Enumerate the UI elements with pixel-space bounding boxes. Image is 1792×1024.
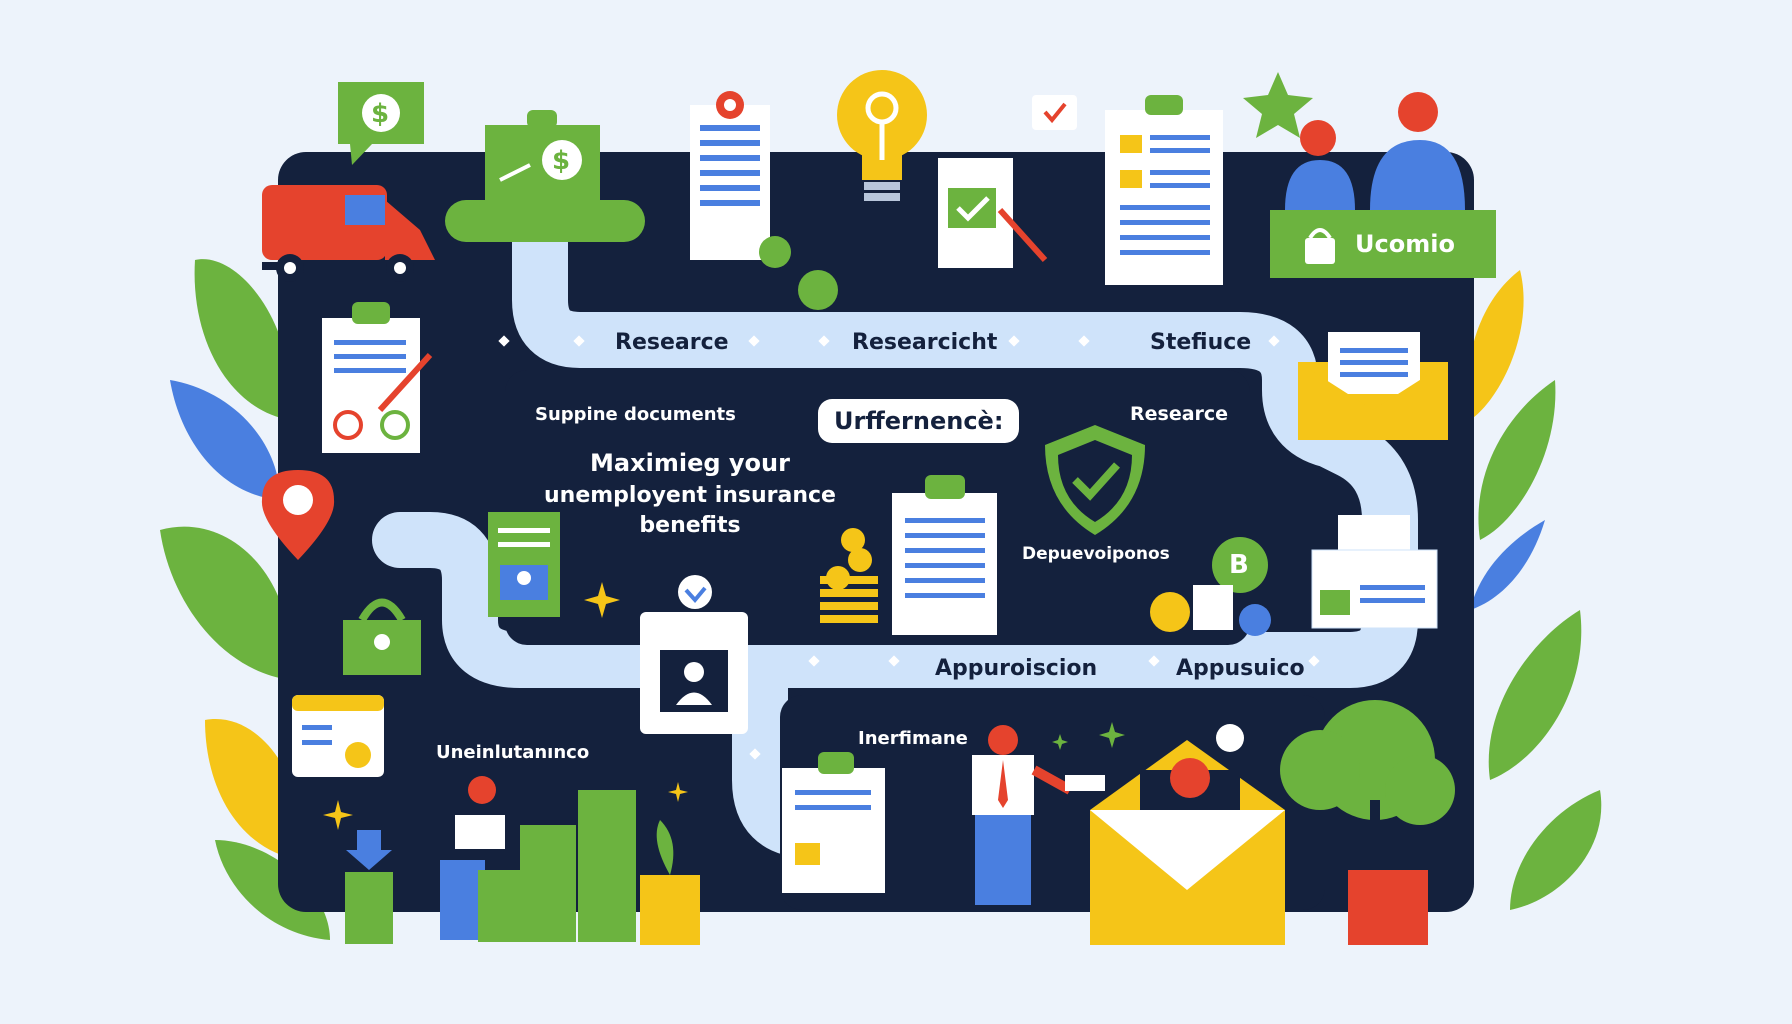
star-icon [1243,72,1313,138]
road-label-bottom-left: Appuroiscion [935,656,1098,681]
document-top-left [690,91,838,310]
browser-window [292,695,384,777]
laptop-person [440,776,505,940]
uneins-label: Uneinlutanınco [436,742,590,763]
location-pin-icon [261,470,335,560]
plant-pot [640,820,700,945]
depue-label: Depuevoiponos [1022,544,1170,564]
crypto-coins [1150,537,1271,636]
interview-label: Inerfimane [858,728,968,749]
road-label-top-left: Researce [615,330,729,355]
sparkle-icons [323,582,688,830]
ucomio-badge [1270,210,1496,278]
speech-bubble: Urffernencè: [818,399,1020,443]
bitcoin-symbol: B [1229,550,1249,580]
bin-left [345,872,393,944]
down-arrow-icon [346,830,392,870]
title-line-2: unemployent insurance [544,483,836,508]
envelope-bottom [1090,724,1285,945]
check-bubble [1032,95,1077,130]
title-line-3: benefits [639,513,741,538]
dollar-symbol-card: $ [552,146,571,176]
people-group [1285,92,1465,210]
money-card [445,110,645,242]
road-label-top-right: Stefiuce [1150,330,1252,355]
supporting-docs-label: Suppine documents [535,404,736,425]
road-markers [498,335,1320,760]
clipboard-left [322,302,433,453]
sparkle-green-icons [1052,722,1125,750]
lightbulb-icon [837,70,927,201]
ucomio-badge-label: Ucomio [1355,230,1455,258]
clipboard-bottom [782,752,885,893]
infographic-title: Maximieg your unemployent insurance bene… [540,445,840,541]
shield-icon [1045,425,1145,535]
road-label-top-middle: Researcicht [852,330,998,355]
delivery-van [262,185,447,282]
profile-card [640,575,748,734]
dollar-symbol: $ [371,99,390,129]
research-label: Researce [1130,403,1229,425]
clipboard-center [892,475,997,635]
road-label-bottom-right: Appusuico [1176,656,1305,681]
dollar-bubble [338,82,424,165]
lock-icon [343,598,421,675]
presenter-person [972,725,1105,905]
leaf-left-group [160,259,330,940]
checked-form [938,158,1048,268]
potted-tree [1280,700,1455,945]
leaf-right-group [1467,270,1602,910]
green-bars [478,790,636,942]
title-line-1: Maximieg your [590,449,790,477]
clipboard-top-right [1105,95,1223,285]
envelope-right [1298,332,1448,440]
coin-stack [820,528,878,623]
id-card [488,512,560,617]
documents-right [1311,515,1438,629]
